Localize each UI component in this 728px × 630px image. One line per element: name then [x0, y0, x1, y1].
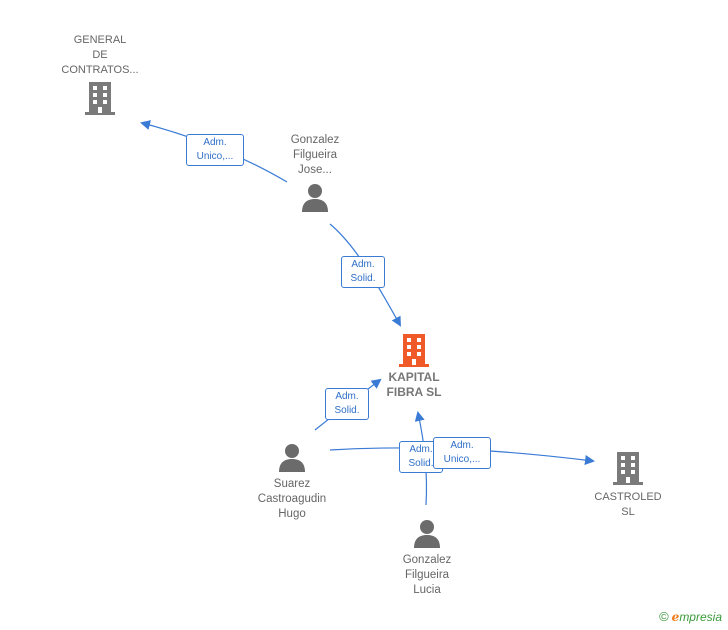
person-icon [302, 184, 328, 212]
node-gonzalez-filgueira-jose[interactable]: Gonzalez Filgueira Jose... [272, 133, 358, 212]
edge-label-jose-general[interactable]: Adm. Unico,... [186, 134, 244, 166]
building-icon [613, 452, 643, 485]
brand-text: mpresia [679, 610, 722, 624]
edge-label-suarez-castroled[interactable]: Adm. Unico,... [433, 437, 491, 469]
brand-e: e [671, 610, 680, 624]
copyright-icon: © [659, 609, 669, 624]
node-label: KAPITAL FIBRA SL [386, 370, 442, 399]
node-label: Gonzalez Filgueira Jose... [290, 134, 340, 176]
node-label: CASTROLED SL [594, 491, 662, 518]
person-icon [414, 520, 440, 548]
node-general-de-contratos[interactable]: GENERAL DE CONTRATOS... [52, 33, 148, 116]
node-label: Gonzalez Filgueira Lucia [402, 554, 452, 596]
node-gonzalez-filgueira-lucia[interactable]: Gonzalez Filgueira Lucia [384, 518, 470, 598]
node-castroled-sl[interactable]: CASTROLED SL [585, 450, 671, 520]
node-kapital-fibra-sl[interactable]: KAPITAL FIBRA SL [368, 332, 460, 400]
node-label: Suarez Castroagudin Hugo [257, 478, 327, 520]
building-icon [399, 334, 429, 367]
node-suarez-castroagudin-hugo[interactable]: Suarez Castroagudin Hugo [242, 442, 342, 522]
node-label: GENERAL DE CONTRATOS... [61, 34, 139, 76]
edge-label-jose-kapital[interactable]: Adm. Solid. [341, 256, 385, 288]
person-icon [279, 444, 305, 472]
empresia-logo: ©empresia [659, 609, 722, 624]
edge-label-suarez-kapital[interactable]: Adm. Solid. [325, 388, 369, 420]
building-icon [85, 82, 115, 115]
